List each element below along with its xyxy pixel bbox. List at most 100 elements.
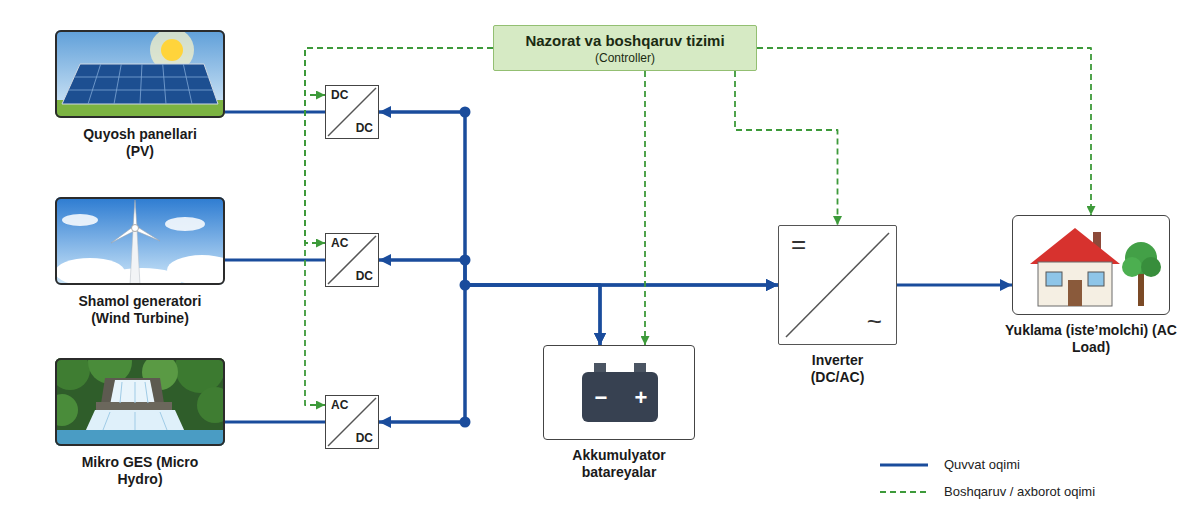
circle-shape <box>1122 257 1142 277</box>
micro-hydro-frame: Mikro GES (Micro Hydro) <box>55 358 225 446</box>
node-caption: Yuklama (iste’molchi) (AC Load) <box>994 322 1189 356</box>
rect-shape <box>582 372 658 422</box>
rect-shape <box>1038 262 1112 306</box>
ellipse-shape <box>62 214 98 226</box>
terminal-sign: + <box>630 386 652 410</box>
polygon-shape <box>133 200 137 227</box>
converter-box: AC DC <box>325 233 379 287</box>
converter-label: AC <box>331 237 348 250</box>
power-connector <box>897 284 1012 287</box>
circle-shape <box>55 394 78 426</box>
g-shape <box>68 64 213 104</box>
line-shape <box>135 382 136 403</box>
converter-box: DC DC <box>325 85 379 139</box>
power-connector <box>225 259 325 262</box>
ellipse-shape <box>165 217 205 231</box>
wind-turbine-picture <box>55 197 225 285</box>
solar-panel-picture <box>55 30 225 118</box>
control-connector <box>305 48 493 243</box>
circle-shape <box>197 387 225 423</box>
circle-shape <box>55 358 90 390</box>
power-connector <box>379 285 778 422</box>
line-shape <box>328 398 376 446</box>
control-connector <box>757 48 1091 215</box>
waterfall-picture <box>55 358 225 446</box>
node-caption: Shamol generatori (Wind Turbine) <box>65 293 215 327</box>
rect-shape <box>55 430 225 446</box>
g-shape <box>103 382 167 430</box>
control-connector <box>305 48 493 95</box>
rect-shape <box>1138 272 1144 306</box>
dc-symbol: = <box>791 230 806 259</box>
control-connector <box>305 48 493 405</box>
circle-shape <box>1141 257 1161 277</box>
power-connector <box>225 111 325 114</box>
line-shape <box>103 412 110 430</box>
line-shape <box>120 382 122 403</box>
power-connector <box>379 285 600 422</box>
polygon-shape <box>130 230 140 285</box>
rect-shape <box>1046 272 1062 286</box>
node-caption: Akkumulyator batareyalar <box>554 447 684 481</box>
line-shape <box>328 88 376 136</box>
legend-sample <box>880 464 928 467</box>
circle-shape <box>132 225 139 232</box>
converter-label: AC <box>331 399 348 412</box>
load-box: Yuklama (iste’molchi) (AC Load) <box>1012 215 1170 315</box>
legend-label: Quvvat oqimi <box>944 457 1020 473</box>
converter-label: DC <box>356 122 373 135</box>
power-connector <box>225 421 325 424</box>
controller-title: Nazorat va boshqaruv tizimi <box>525 31 724 50</box>
rect-shape <box>1088 272 1104 286</box>
converter-symbols <box>328 88 376 446</box>
solar-panel-frame: Quyosh panellari (PV) <box>55 30 225 118</box>
line-shape <box>135 412 136 430</box>
line-shape <box>328 236 376 284</box>
rect-shape <box>594 363 606 373</box>
node-caption: Inverter (DC/AC) <box>790 352 885 386</box>
polygon-shape <box>110 380 155 405</box>
polygon-shape <box>62 64 218 104</box>
node-caption: Quyosh panellari (PV) <box>70 126 210 160</box>
legend-label: Boshqaruv / axborot oqimi <box>944 484 1095 500</box>
rect-shape <box>96 402 172 410</box>
line-shape <box>140 64 142 104</box>
converter-label: DC <box>356 432 373 445</box>
controller-subtitle: (Controller) <box>595 50 655 66</box>
polygon-shape <box>85 410 185 432</box>
ac-symbol: ~ <box>867 307 882 336</box>
power-connector <box>379 260 600 345</box>
rect-shape <box>1068 280 1082 306</box>
house-picture <box>1030 228 1161 306</box>
line-shape <box>145 382 148 403</box>
converter-label: DC <box>331 89 348 102</box>
node-caption: Mikro GES (Micro Hydro) <box>80 454 200 488</box>
line-shape <box>160 412 167 430</box>
terminal-sign: − <box>590 386 612 410</box>
converter-label: DC <box>356 270 373 283</box>
ellipse-shape <box>167 255 225 285</box>
line-shape <box>183 64 192 104</box>
controller-box: Nazorat va boshqaruv tizimi(Controller) <box>493 25 757 71</box>
wind-turbine-frame: Shamol generatori (Wind Turbine) <box>55 197 225 285</box>
rect-shape <box>634 363 646 373</box>
rect-shape <box>55 30 225 118</box>
line-shape <box>114 64 121 104</box>
inverter-box: =~Inverter (DC/AC) <box>778 225 897 345</box>
line-shape <box>74 77 208 78</box>
battery-box: −+Akkumulyator batareyalar <box>543 345 695 440</box>
control-connector <box>644 71 646 345</box>
power-connector <box>379 260 778 285</box>
line-shape <box>88 64 101 104</box>
legend-sample <box>880 491 928 493</box>
circle-shape <box>161 39 183 61</box>
converter-box: AC DC <box>325 395 379 449</box>
line-shape <box>68 90 213 91</box>
power-connector <box>379 112 600 345</box>
battery-symbol <box>582 363 658 422</box>
control-connector <box>735 71 838 225</box>
